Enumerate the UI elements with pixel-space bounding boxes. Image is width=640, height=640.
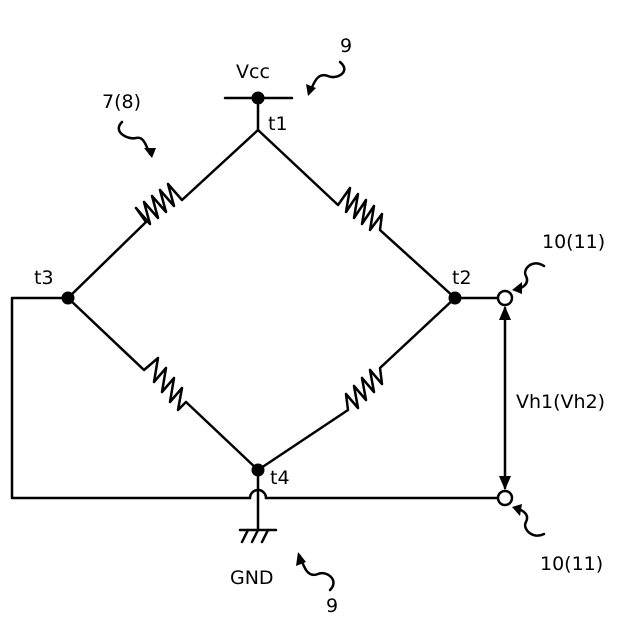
ref-bridge-label: 7(8) [102, 91, 141, 113]
vcc-label: Vcc [236, 61, 270, 83]
resistor-t3-t4 [68, 298, 258, 470]
t4-label: t4 [270, 467, 290, 489]
ref-top-leader [310, 62, 344, 92]
ref-out-bottom-label: 10(11) [540, 553, 603, 575]
output-terminal-upper [498, 291, 512, 305]
ground-icon [240, 530, 276, 542]
node-t3 [62, 292, 75, 305]
gnd-label: GND [230, 567, 274, 589]
output-voltage-arrow [499, 306, 511, 490]
node-t4 [252, 464, 265, 477]
node-t2 [449, 292, 462, 305]
resistor-t1-t2 [258, 130, 455, 298]
t3-label: t3 [34, 267, 54, 289]
resistor-t1-t3 [68, 130, 258, 298]
ref-bottom-label: 9 [326, 595, 338, 617]
resistor-t2-t4 [258, 298, 455, 470]
t1-label: t1 [268, 113, 288, 135]
ref-out-top-label: 10(11) [542, 231, 605, 253]
t2-label: t2 [452, 267, 472, 289]
output-voltage-label: Vh1(Vh2) [516, 391, 605, 413]
t3-return-wire [12, 298, 250, 498]
node-t1 [252, 92, 265, 105]
output-terminal-lower [498, 491, 512, 505]
ref-top-label: 9 [340, 35, 352, 57]
